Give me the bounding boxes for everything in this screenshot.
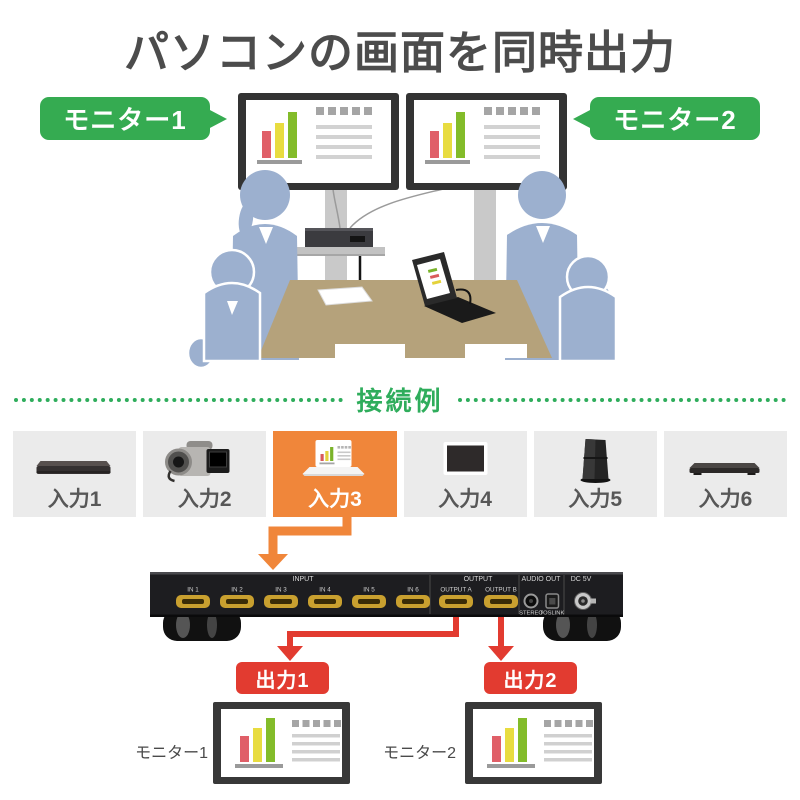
input-box-6: 入力6 xyxy=(663,431,788,517)
port-label: IN 4 xyxy=(319,587,331,594)
monitor2-callout-label: モニター2 xyxy=(613,105,737,135)
meeting-table xyxy=(258,280,552,358)
input-label: 入力2 xyxy=(177,488,232,511)
input-label: 入力1 xyxy=(47,488,102,511)
monitor2-stand xyxy=(474,188,496,283)
camcorder-icon xyxy=(165,441,230,483)
input-label: 入力3 xyxy=(308,488,362,511)
switcher-on-shelf-illustration xyxy=(297,228,385,281)
inputs-row: 入力1 入力2 xyxy=(13,431,788,517)
port-label: OUTPUT B xyxy=(485,587,517,594)
game-console-icon xyxy=(580,439,611,483)
meeting-illustration xyxy=(186,93,618,370)
output-monitor2-label: モニター2 xyxy=(383,745,456,762)
laptop-icon xyxy=(302,440,365,476)
port-label: IN 3 xyxy=(275,587,287,594)
switcher-rear-panel: INPUT OUTPUT AUDIO OUT DC 5V IN 1 IN 2 I… xyxy=(150,572,623,617)
paper xyxy=(317,286,373,306)
output-monitor-1 xyxy=(213,702,350,784)
port-label: IN 1 xyxy=(187,587,199,594)
output2-badge: 出力2 xyxy=(484,662,577,694)
scene-monitor-1 xyxy=(238,93,399,190)
bluray-recorder-icon xyxy=(36,461,111,474)
power-label: DC 5V xyxy=(571,576,592,583)
output1-badge-label: 出力1 xyxy=(255,669,310,692)
monitor1-callout: モニター1 xyxy=(40,97,210,140)
laptop-on-table xyxy=(412,252,496,323)
input-section-label: INPUT xyxy=(293,576,315,583)
tablet-icon xyxy=(443,442,488,475)
dc-power-jack-icon xyxy=(574,592,596,610)
output-b-arrow xyxy=(488,617,514,661)
cable xyxy=(332,188,341,229)
output2-badge-label: 出力2 xyxy=(503,669,558,692)
section-divider: 接続例 xyxy=(0,381,800,418)
scene-monitor-2 xyxy=(406,93,567,190)
output-monitor-2 xyxy=(465,702,602,784)
input-box-5: 入力5 xyxy=(533,431,657,517)
person-silhouette-left-front xyxy=(186,248,262,370)
input-label: 入力5 xyxy=(568,488,623,511)
port-label: IN 6 xyxy=(407,587,419,594)
stereo-label: STEREO xyxy=(519,611,543,617)
input-box-4: 入力4 xyxy=(403,431,527,517)
input-box-2: 入力2 xyxy=(143,431,267,517)
connection-diagram: INPUT OUTPUT AUDIO OUT DC 5V IN 1 IN 2 I… xyxy=(150,517,623,661)
port-label: IN 2 xyxy=(231,587,243,594)
person-silhouette-right-front xyxy=(558,254,618,363)
divider-dots-right xyxy=(457,397,787,402)
cable xyxy=(349,187,448,229)
input-box-3-selected: 入力3 xyxy=(273,431,397,517)
cable xyxy=(455,288,472,305)
divider-dots-left xyxy=(14,397,343,402)
input-label: 入力4 xyxy=(438,488,492,511)
hdmi-output-ports: OUTPUT A OUTPUT B xyxy=(439,587,518,608)
output-a-arrow xyxy=(277,617,459,661)
audio-out-jacks: STEREO TOSLINK xyxy=(519,593,565,617)
port-label: OUTPUT A xyxy=(440,587,472,594)
input3-arrow xyxy=(258,517,352,570)
media-player-icon xyxy=(689,463,760,475)
hdmi-port-icon xyxy=(176,595,430,608)
output-section-label: OUTPUT xyxy=(464,576,494,583)
toslink-label: TOSLINK xyxy=(540,611,565,617)
monitor2-callout: モニター2 xyxy=(590,97,760,140)
audio-section-label: AUDIO OUT xyxy=(522,576,562,583)
page-title: パソコンの画面を同時出力 xyxy=(123,27,676,78)
divider-label: 接続例 xyxy=(356,386,444,416)
output-monitors xyxy=(213,702,602,784)
input-box-1: 入力1 xyxy=(13,431,137,517)
monitor1-callout-label: モニター1 xyxy=(63,105,187,135)
hdmi-input-ports: IN 1 IN 2 IN 3 IN 4 IN 5 IN 6 xyxy=(176,587,430,608)
port-label: IN 5 xyxy=(363,587,375,594)
output-monitor1-label: モニター1 xyxy=(135,745,208,762)
input-label: 入力6 xyxy=(698,488,753,511)
output1-badge: 出力1 xyxy=(236,662,329,694)
